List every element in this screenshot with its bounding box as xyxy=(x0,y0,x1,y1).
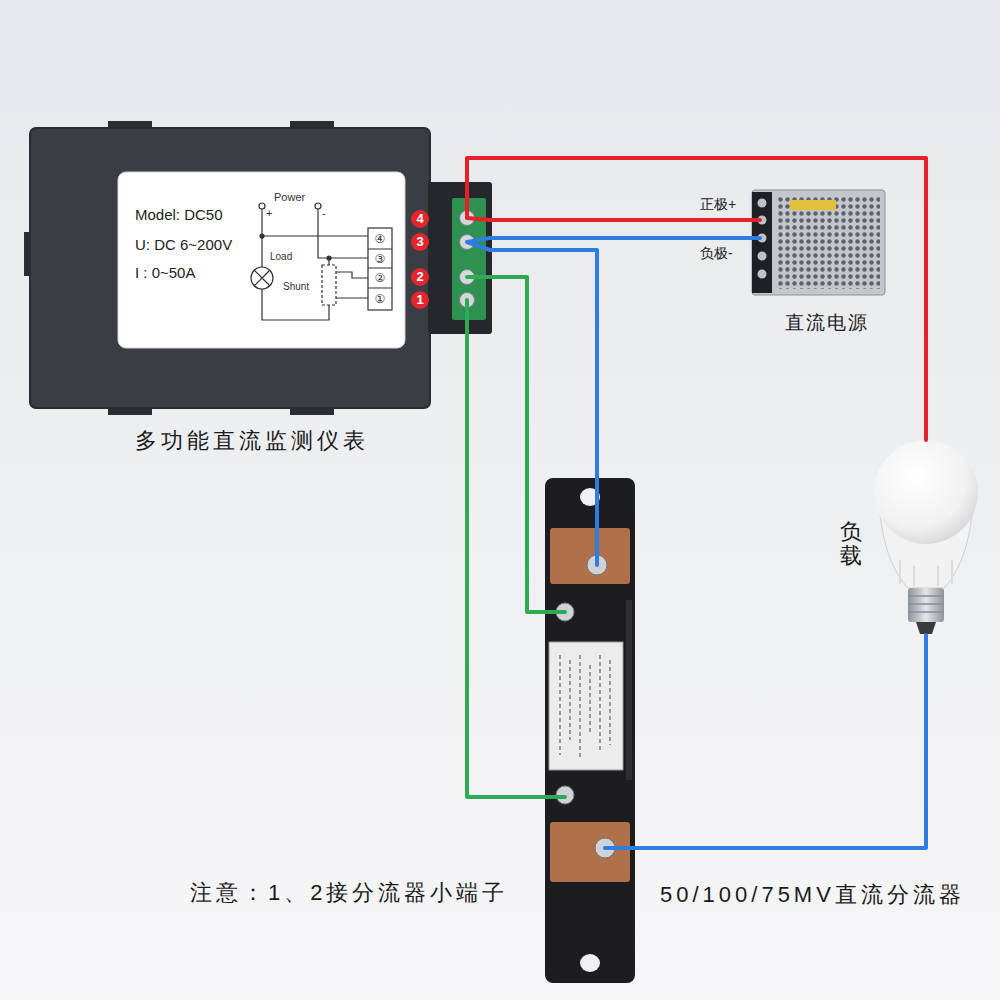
power-supply: 直流电源 xyxy=(750,190,885,295)
shunt-figure xyxy=(550,822,630,882)
load-title: 负载 xyxy=(840,520,862,568)
polarity-mark: - xyxy=(322,207,326,219)
power-supply-figure xyxy=(758,252,767,261)
shunt-figure xyxy=(549,642,623,770)
shunt-figure xyxy=(626,600,632,780)
meter-body xyxy=(428,182,492,334)
meter-schematic xyxy=(368,249,392,288)
spec-text: I : 0~50A xyxy=(135,264,195,281)
meter-schematic xyxy=(315,203,321,209)
power-supply-figure xyxy=(752,192,772,293)
wire xyxy=(490,236,750,240)
bulb-figure xyxy=(908,588,944,622)
meter-schematic xyxy=(322,265,336,305)
power-supply-figure xyxy=(752,190,885,295)
meter-schematic xyxy=(368,228,392,310)
meter-schematic xyxy=(259,203,265,209)
connectors xyxy=(467,158,926,848)
spec-text: Model: DC50 xyxy=(135,206,223,223)
meter-body xyxy=(30,128,430,408)
terminal-number: ② xyxy=(373,271,387,285)
meter-schematic xyxy=(251,267,273,289)
power-supply-figure xyxy=(758,199,767,208)
bulb-figure xyxy=(908,596,944,612)
power-supply-figure xyxy=(752,190,885,295)
bulb-figure xyxy=(874,440,978,634)
power-supply-figure xyxy=(790,200,836,210)
wire xyxy=(467,408,540,797)
callout-number: 1 xyxy=(411,291,429,309)
wire-stub xyxy=(467,158,760,220)
meter-schematic xyxy=(327,256,331,260)
wire-label: 负极- xyxy=(700,245,733,263)
wire xyxy=(640,635,926,848)
wire xyxy=(490,158,926,440)
power-supply-figure xyxy=(758,270,767,279)
wire-stub xyxy=(467,277,565,797)
callout-number: 4 xyxy=(411,210,429,228)
bulb-figure xyxy=(900,560,952,586)
terminal-number: ④ xyxy=(373,232,387,246)
bulb-load: 负载 xyxy=(872,440,976,635)
shunt-figure xyxy=(545,478,635,983)
wire xyxy=(490,218,750,222)
terminal-number: ③ xyxy=(373,252,387,266)
wire-label: 正极+ xyxy=(700,196,736,214)
wire xyxy=(490,277,540,612)
wire-stub xyxy=(467,158,760,848)
terminal-name: Power xyxy=(274,191,305,203)
shunt-figure xyxy=(580,954,600,972)
power-title: 直流电源 xyxy=(785,310,869,336)
callout-number: 2 xyxy=(411,268,429,286)
meter-schematic xyxy=(260,234,264,238)
terminal-number: ① xyxy=(373,292,387,306)
shunt-figure xyxy=(550,528,630,584)
label-panel xyxy=(118,172,405,348)
label-panel xyxy=(118,172,405,348)
bulb-figure xyxy=(874,440,978,544)
label-panel: Model: DC50 U: DC 6~200V I : 0~50A xyxy=(118,172,405,348)
spec-text: U: DC 6~200V xyxy=(135,236,232,253)
meter-body xyxy=(24,121,492,415)
meter-schematic xyxy=(262,209,368,320)
meter-title: 多功能直流监测仪表 xyxy=(135,426,369,456)
meter-schematic xyxy=(251,203,392,320)
note: 注意：1、2接分流器小端子 xyxy=(190,878,508,908)
power-supply-figure xyxy=(778,196,880,289)
shunt-figure xyxy=(560,655,610,760)
polarity-mark: + xyxy=(266,207,272,219)
shunt: 50/100/75MV直流分流器 xyxy=(540,475,640,985)
wire xyxy=(490,250,597,475)
part-name: Shunt xyxy=(283,281,309,292)
shunt-title: 50/100/75MV直流分流器 xyxy=(660,880,965,910)
callout-number: 3 xyxy=(411,233,429,251)
meter-schematic xyxy=(254,270,270,286)
wire-stub xyxy=(467,238,760,848)
part-name: Load xyxy=(270,251,292,262)
bulb-figure xyxy=(916,622,936,634)
shunt-figure xyxy=(545,478,635,983)
